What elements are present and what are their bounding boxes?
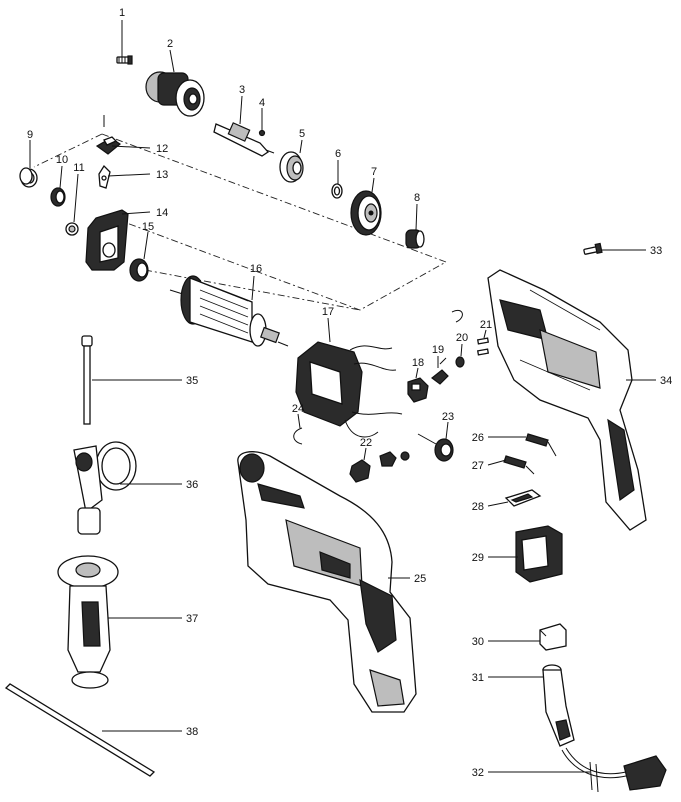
callout-11: 11 — [73, 162, 84, 174]
callout-3: 3 — [239, 84, 245, 96]
callout-25: 25 — [414, 573, 426, 585]
clip-part-24 — [293, 427, 303, 445]
callout-14: 14 — [156, 207, 168, 219]
lever-plate-part-13 — [98, 164, 111, 189]
callout-10: 10 — [56, 154, 68, 166]
spindle-part-3 — [213, 122, 275, 157]
callout-32: 32 — [472, 767, 484, 779]
terminal-part-26 — [525, 433, 557, 457]
side-handle-part-37 — [57, 555, 119, 689]
brush-holder-part-18 — [407, 377, 429, 403]
callout-16: 16 — [250, 263, 262, 275]
callout-5: 5 — [299, 128, 305, 140]
spring-part-20 — [451, 309, 465, 368]
callout-30: 30 — [472, 636, 484, 648]
callout-34: 34 — [660, 375, 672, 387]
callout-24: 24 — [292, 403, 304, 415]
washer-part-11 — [65, 222, 79, 236]
pin-part-4 — [258, 129, 266, 137]
callout-6: 6 — [335, 148, 341, 160]
callout-23: 23 — [442, 411, 454, 423]
callout-29: 29 — [472, 552, 484, 564]
depth-rod-part-35 — [81, 335, 93, 425]
callout-26: 26 — [472, 432, 484, 444]
brush-holder-part-22 — [349, 451, 410, 483]
terminal-part-27 — [503, 455, 535, 475]
callout-12: 12 — [156, 143, 168, 155]
callout-8: 8 — [414, 192, 420, 204]
pinion-part-8 — [405, 229, 425, 249]
callout-17: 17 — [322, 306, 334, 318]
bearing-part-5 — [279, 151, 304, 183]
screw-pair-part-21 — [476, 337, 490, 356]
callout-2: 2 — [167, 38, 173, 50]
cable-clamp-part-30 — [539, 623, 567, 651]
callout-38: 38 — [186, 726, 198, 738]
callout-37: 37 — [186, 613, 198, 625]
callout-labels: 1 2 3 4 5 6 7 8 9 10 11 12 13 14 15 16 1… — [27, 7, 672, 779]
leader-lines — [29, 20, 656, 773]
callout-28: 28 — [472, 501, 484, 513]
callout-31: 31 — [472, 672, 484, 684]
callout-22: 22 — [360, 437, 372, 449]
armature-part-16 — [169, 275, 289, 347]
screw-part-33 — [583, 242, 603, 255]
callout-9: 9 — [27, 129, 33, 141]
bearing-part-10 — [50, 187, 66, 207]
retaining-ring-part-6 — [331, 183, 343, 199]
housing-right-part-34 — [487, 269, 647, 531]
slide-button-part-28 — [504, 489, 542, 507]
cable-sleeve-part-31 — [542, 664, 575, 747]
power-cord-part-32 — [561, 747, 667, 793]
housing-left-part-25 — [237, 451, 417, 713]
washer-part-9 — [19, 167, 38, 188]
callout-21: 21 — [480, 319, 492, 331]
bearing-part-23 — [417, 433, 454, 462]
handle-clamp-part-36 — [73, 441, 137, 535]
carbon-brush-part-19 — [431, 357, 449, 385]
callout-27: 27 — [472, 460, 484, 472]
callout-15: 15 — [142, 221, 154, 233]
bearing-part-15 — [129, 258, 149, 282]
callout-35: 35 — [186, 375, 198, 387]
callout-18: 18 — [412, 357, 424, 369]
stator-part-17 — [295, 341, 403, 438]
knob-part-12 — [95, 115, 122, 155]
callout-1: 1 — [119, 7, 125, 19]
drill-chuck-part-2 — [145, 71, 205, 117]
callout-4: 4 — [259, 97, 265, 109]
callout-33: 33 — [650, 245, 662, 257]
gear-part-7 — [350, 190, 382, 236]
trigger-switch-part-29 — [515, 525, 563, 583]
callout-19: 19 — [432, 344, 444, 356]
screw-part-1 — [116, 55, 133, 65]
callout-36: 36 — [186, 479, 198, 491]
gear-housing-part-14 — [85, 209, 129, 271]
drill-bit-rod-part-38 — [4, 683, 156, 777]
callout-13: 13 — [156, 169, 168, 181]
callout-7: 7 — [371, 166, 377, 178]
callout-20: 20 — [456, 332, 468, 344]
